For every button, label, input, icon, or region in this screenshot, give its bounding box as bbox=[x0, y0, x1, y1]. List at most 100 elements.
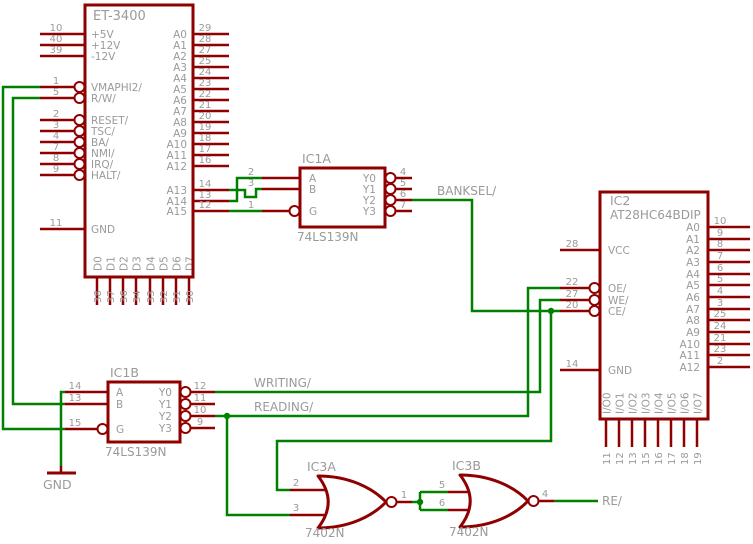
pin-label: I/O7 bbox=[693, 392, 705, 414]
pin-label: I/O5 bbox=[667, 392, 679, 414]
pin-label: -12V bbox=[91, 51, 116, 63]
pin-number: 40 bbox=[50, 34, 63, 45]
pin-number: 4 bbox=[717, 286, 723, 297]
inversion-bubble-icon bbox=[588, 282, 601, 294]
pin-label: I/O0 bbox=[602, 392, 614, 414]
pin-number: 4 bbox=[542, 489, 548, 500]
wire-gnd[interactable] bbox=[59, 390, 65, 466]
pin-label: A6 bbox=[686, 292, 700, 304]
pin-number: 9 bbox=[53, 164, 59, 175]
pin-number: 30 bbox=[185, 290, 196, 303]
pin-number: 28 bbox=[566, 239, 579, 250]
pin-number: 7 bbox=[53, 142, 59, 153]
pin-label: Y3 bbox=[362, 206, 376, 218]
pin-number: 19 bbox=[199, 122, 212, 133]
pin-label: B bbox=[116, 399, 123, 411]
pin-number: 2 bbox=[717, 356, 723, 367]
inversion-bubble-icon bbox=[384, 172, 397, 184]
inversion-bubble-icon bbox=[288, 205, 301, 217]
pin-number: 20 bbox=[199, 111, 212, 122]
pin-number: 28 bbox=[199, 34, 212, 45]
pin-label: A2 bbox=[173, 51, 187, 63]
wire-reading-branch[interactable] bbox=[225, 416, 290, 517]
inversion-bubble-icon bbox=[179, 410, 192, 422]
inversion-bubble-icon bbox=[179, 398, 192, 410]
pin-label: D0 bbox=[93, 256, 105, 271]
pin-number: 13 bbox=[69, 393, 82, 404]
pin-number: 29 bbox=[199, 23, 212, 34]
pin-number: 37 bbox=[106, 290, 117, 303]
pin-label: NMI/ bbox=[91, 148, 115, 160]
pin-label: Y1 bbox=[158, 399, 172, 411]
pin-label: TSC/ bbox=[90, 126, 115, 138]
ic3a-nor-gate-body[interactable] bbox=[316, 474, 388, 530]
wire-rw[interactable] bbox=[11, 96, 65, 406]
pin-label: VCC bbox=[608, 245, 630, 257]
pin-number: 3 bbox=[717, 298, 723, 309]
pin-label: RESET/ bbox=[91, 115, 129, 127]
component-value: 74LS139N bbox=[297, 230, 358, 244]
pin-label: A bbox=[309, 173, 317, 185]
pin-label: A0 bbox=[173, 29, 187, 41]
inversion-bubble-icon bbox=[73, 169, 86, 181]
pin-label: A1 bbox=[686, 234, 700, 246]
ic2-body[interactable] bbox=[598, 190, 710, 421]
wire-writing[interactable] bbox=[215, 298, 560, 394]
pin-number: 11 bbox=[194, 393, 207, 404]
pin-number: 10 bbox=[714, 216, 727, 227]
inversion-bubble-icon bbox=[73, 158, 86, 170]
pin-number: 38 bbox=[93, 290, 104, 303]
net-label-re: RE/ bbox=[602, 494, 623, 508]
pin-number: 10 bbox=[194, 405, 207, 416]
pin-label: A3 bbox=[686, 257, 700, 269]
ic1b-body[interactable] bbox=[106, 380, 182, 444]
pin-number: 21 bbox=[714, 333, 727, 344]
pin-label: Y2 bbox=[362, 195, 376, 207]
pin-number: 23 bbox=[199, 78, 212, 89]
pin-label: GND bbox=[91, 224, 115, 236]
pin-number: 13 bbox=[199, 190, 212, 201]
pin-number: 3 bbox=[248, 178, 254, 189]
pin-number: 24 bbox=[199, 67, 212, 78]
pin-label: I/O2 bbox=[628, 392, 640, 414]
pin-label: OE/ bbox=[608, 283, 627, 295]
pin-label: D5 bbox=[159, 256, 171, 271]
pin-number: 6 bbox=[400, 189, 406, 200]
wire-banksel-branch[interactable] bbox=[275, 311, 553, 492]
pin-number: 16 bbox=[199, 155, 212, 166]
inversion-bubble-icon bbox=[73, 114, 86, 126]
pin-number: 25 bbox=[199, 56, 212, 67]
pin-number: 17 bbox=[199, 144, 212, 155]
pin-number: 36 bbox=[119, 290, 130, 303]
wire-reading[interactable] bbox=[215, 286, 560, 418]
component-et3400: 10+5V40+12V39-12V1VMAPHI2/5R/W/2RESET/3T… bbox=[40, 3, 229, 305]
pin-label: D2 bbox=[119, 256, 131, 271]
pin-label: Y3 bbox=[158, 423, 172, 435]
pin-label: A13 bbox=[166, 185, 187, 197]
inversion-bubble-icon bbox=[73, 81, 86, 93]
gnd-symbol[interactable]: GND bbox=[43, 466, 76, 492]
wire-a13[interactable] bbox=[229, 187, 262, 199]
wire-vmaphi2[interactable] bbox=[1, 85, 65, 431]
ic1a-body[interactable] bbox=[298, 166, 387, 229]
pin-number: 1 bbox=[401, 490, 407, 501]
pin-number: 33 bbox=[146, 290, 157, 303]
pin-label: Y1 bbox=[362, 184, 376, 196]
pin-label: A1 bbox=[173, 40, 187, 52]
pin-label: R/W/ bbox=[91, 93, 116, 105]
pin-number: 34 bbox=[132, 290, 143, 303]
pin-number: 6 bbox=[439, 498, 445, 509]
pin-number: 22 bbox=[199, 89, 212, 100]
et3400-body[interactable] bbox=[83, 3, 195, 279]
pin-label: WE/ bbox=[608, 295, 629, 307]
pin-label: Y2 bbox=[158, 411, 172, 423]
pin-label: A14 bbox=[166, 196, 187, 208]
pin-label: D3 bbox=[132, 256, 144, 271]
wire-banksel[interactable] bbox=[412, 198, 560, 313]
ic3b-nor-gate-body[interactable] bbox=[458, 473, 530, 529]
pin-number: 5 bbox=[400, 178, 406, 189]
